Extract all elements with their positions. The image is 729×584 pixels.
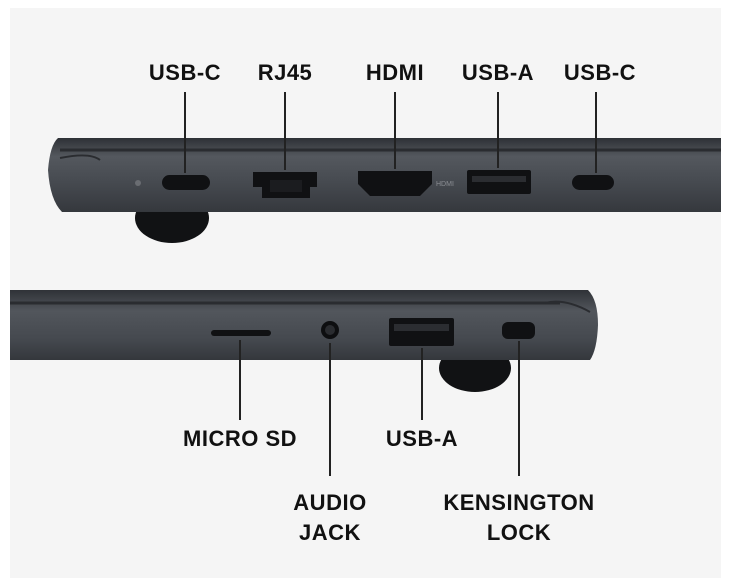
laptop-right-side (10, 290, 598, 392)
port-micro-sd (211, 330, 271, 336)
label-hdmi: HDMI (365, 60, 425, 85)
port-usb-a-2-tongue (394, 324, 449, 331)
label-kensington-line1: KENSINGTON (443, 490, 595, 515)
port-usb-c-1 (162, 175, 210, 190)
label-audio-jack-line2: JACK (299, 520, 361, 545)
port-kensington-lock (502, 322, 535, 339)
hdmi-logo: HDMI (436, 181, 454, 188)
label-usb-c-2: USB-C (563, 60, 637, 85)
port-audio-jack-ring (325, 325, 335, 335)
led-indicator (135, 180, 141, 186)
lid-edge-right (544, 300, 591, 313)
port-usb-c-2 (572, 175, 614, 190)
label-rj45: RJ45 (257, 60, 313, 85)
lid-edge (59, 154, 101, 161)
top-connector-lines (184, 92, 597, 173)
label-kensington-line2: LOCK (486, 520, 552, 545)
label-micro-sd: MICRO SD (183, 426, 297, 451)
port-hdmi (358, 171, 432, 196)
port-usb-a-2 (389, 318, 454, 346)
laptop-left-side: HDMI (48, 138, 721, 243)
label-usb-c-1: USB-C (148, 60, 222, 85)
bottom-connector-lines (239, 340, 520, 476)
port-rj45-inner (270, 180, 302, 192)
label-audio-jack-line1: AUDIO (293, 490, 367, 515)
port-usb-a-1-tongue (472, 176, 526, 182)
label-usb-a-1: USB-A (461, 60, 535, 85)
label-usb-a-2: USB-A (385, 426, 459, 451)
